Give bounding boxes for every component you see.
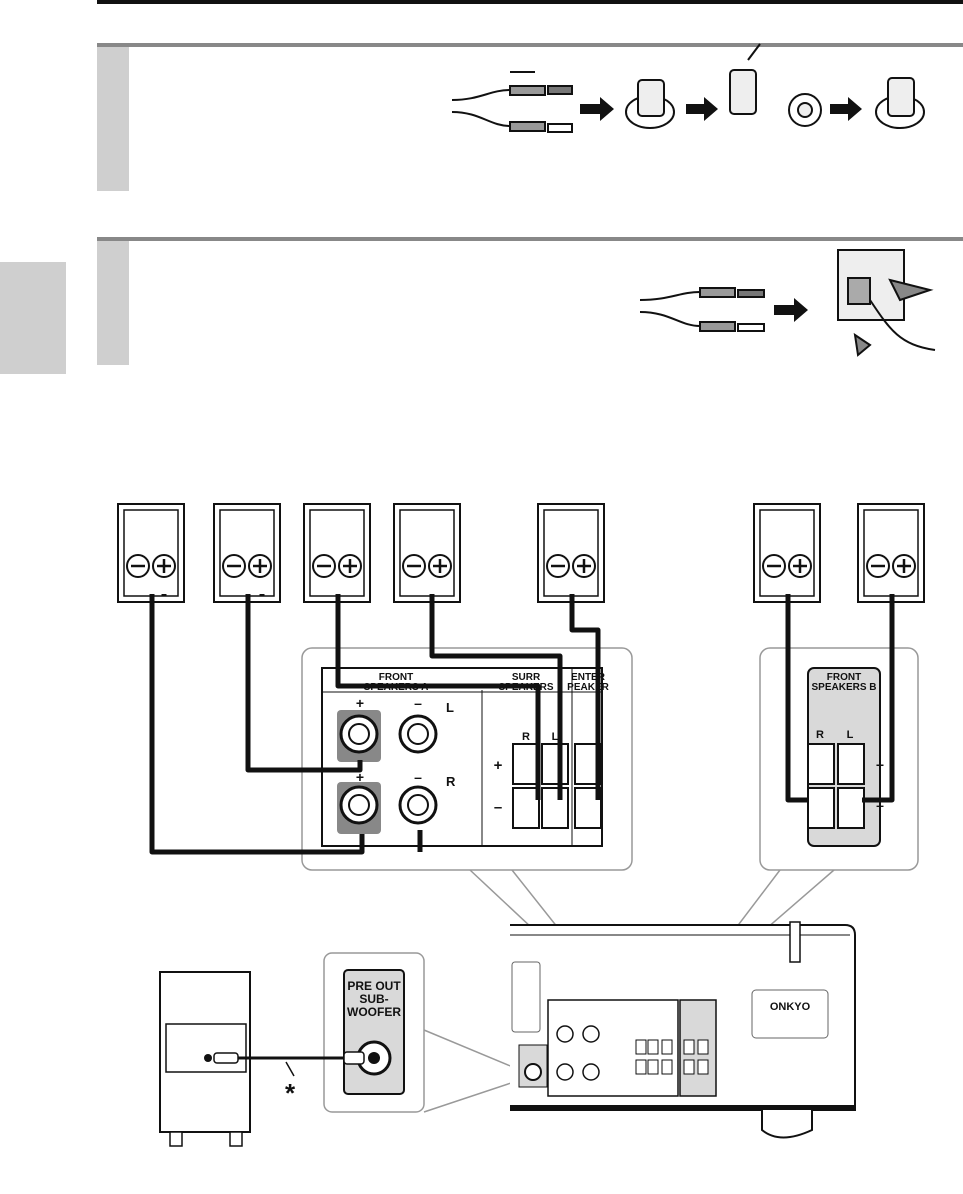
surr-plus: + xyxy=(494,757,503,774)
front-a-right-label: R xyxy=(446,774,456,789)
front-a-minus-bottom: – xyxy=(414,769,422,785)
spring-terminal-icon xyxy=(635,1039,709,1075)
speaker-b-left xyxy=(857,503,925,603)
terminal-callout-a: FRONT SPEAKERS A SURR SPEAKERS ENTER PEA… xyxy=(301,647,633,871)
side-tab xyxy=(0,262,66,374)
step-1-marker xyxy=(97,47,129,191)
speaker-row xyxy=(117,503,925,603)
front-a-title-1: FRONT xyxy=(379,672,413,683)
front-b-minus: – xyxy=(876,797,884,813)
surr-title-1: SURR xyxy=(512,672,541,683)
speaker-surround-right xyxy=(393,503,461,603)
front-a-minus-top: – xyxy=(414,695,422,711)
cable-asterisk: * xyxy=(285,1078,296,1108)
front-b-title-2: SPEAKERS B xyxy=(811,682,876,693)
front-a-plus-top: + xyxy=(356,695,364,711)
step-1-block xyxy=(97,43,963,191)
surr-left-label: L xyxy=(552,731,559,743)
arrow-right-icon xyxy=(774,298,808,322)
binding-post-icon xyxy=(337,710,438,834)
preout-line-1: PRE OUT xyxy=(347,979,401,993)
arrow-right-icon xyxy=(580,97,862,121)
receiver-rear-panel: ONKYO xyxy=(510,921,856,1139)
spring-clip-hand-icon xyxy=(837,249,936,357)
speaker-front-a-left xyxy=(303,503,371,603)
spring-terminal-icon xyxy=(807,743,865,829)
terminal-knob-icon xyxy=(625,43,925,129)
preout-line-2: SUB- xyxy=(359,992,388,1006)
step-2-block xyxy=(97,237,963,365)
surr-right-label: R xyxy=(522,731,530,743)
subwoofer-callout: PRE OUT SUB- WOOFER xyxy=(323,952,425,1113)
speaker-wires xyxy=(149,594,895,855)
cable-stripped-illustration-2 xyxy=(639,287,765,332)
front-b-left-label: L xyxy=(847,729,854,741)
cable-stripped-illustration xyxy=(451,71,573,133)
speaker-surround-left xyxy=(537,503,605,603)
binding-post-icon xyxy=(556,1025,600,1081)
front-a-plus-bottom: + xyxy=(356,769,364,785)
speaker-b-right xyxy=(753,503,821,603)
center-title-2: PEAKER xyxy=(567,682,609,693)
front-b-right-label: R xyxy=(816,729,824,741)
step-2-marker xyxy=(97,241,129,365)
front-b-plus: + xyxy=(876,757,884,773)
front-b-title-1: FRONT xyxy=(827,672,861,683)
speaker-front-a-right xyxy=(213,503,281,603)
top-rule xyxy=(97,0,963,4)
step-1-rule xyxy=(97,43,963,47)
speaker-front-b-left xyxy=(117,503,185,603)
subwoofer-unit xyxy=(159,971,251,1147)
center-title-1: ENTER xyxy=(571,672,606,683)
surr-minus: – xyxy=(494,799,502,816)
front-a-left-label: L xyxy=(446,700,454,715)
preout-line-3: WOOFER xyxy=(347,1005,401,1019)
brand-label: ONKYO xyxy=(770,1001,811,1013)
step-2-rule xyxy=(97,237,963,241)
